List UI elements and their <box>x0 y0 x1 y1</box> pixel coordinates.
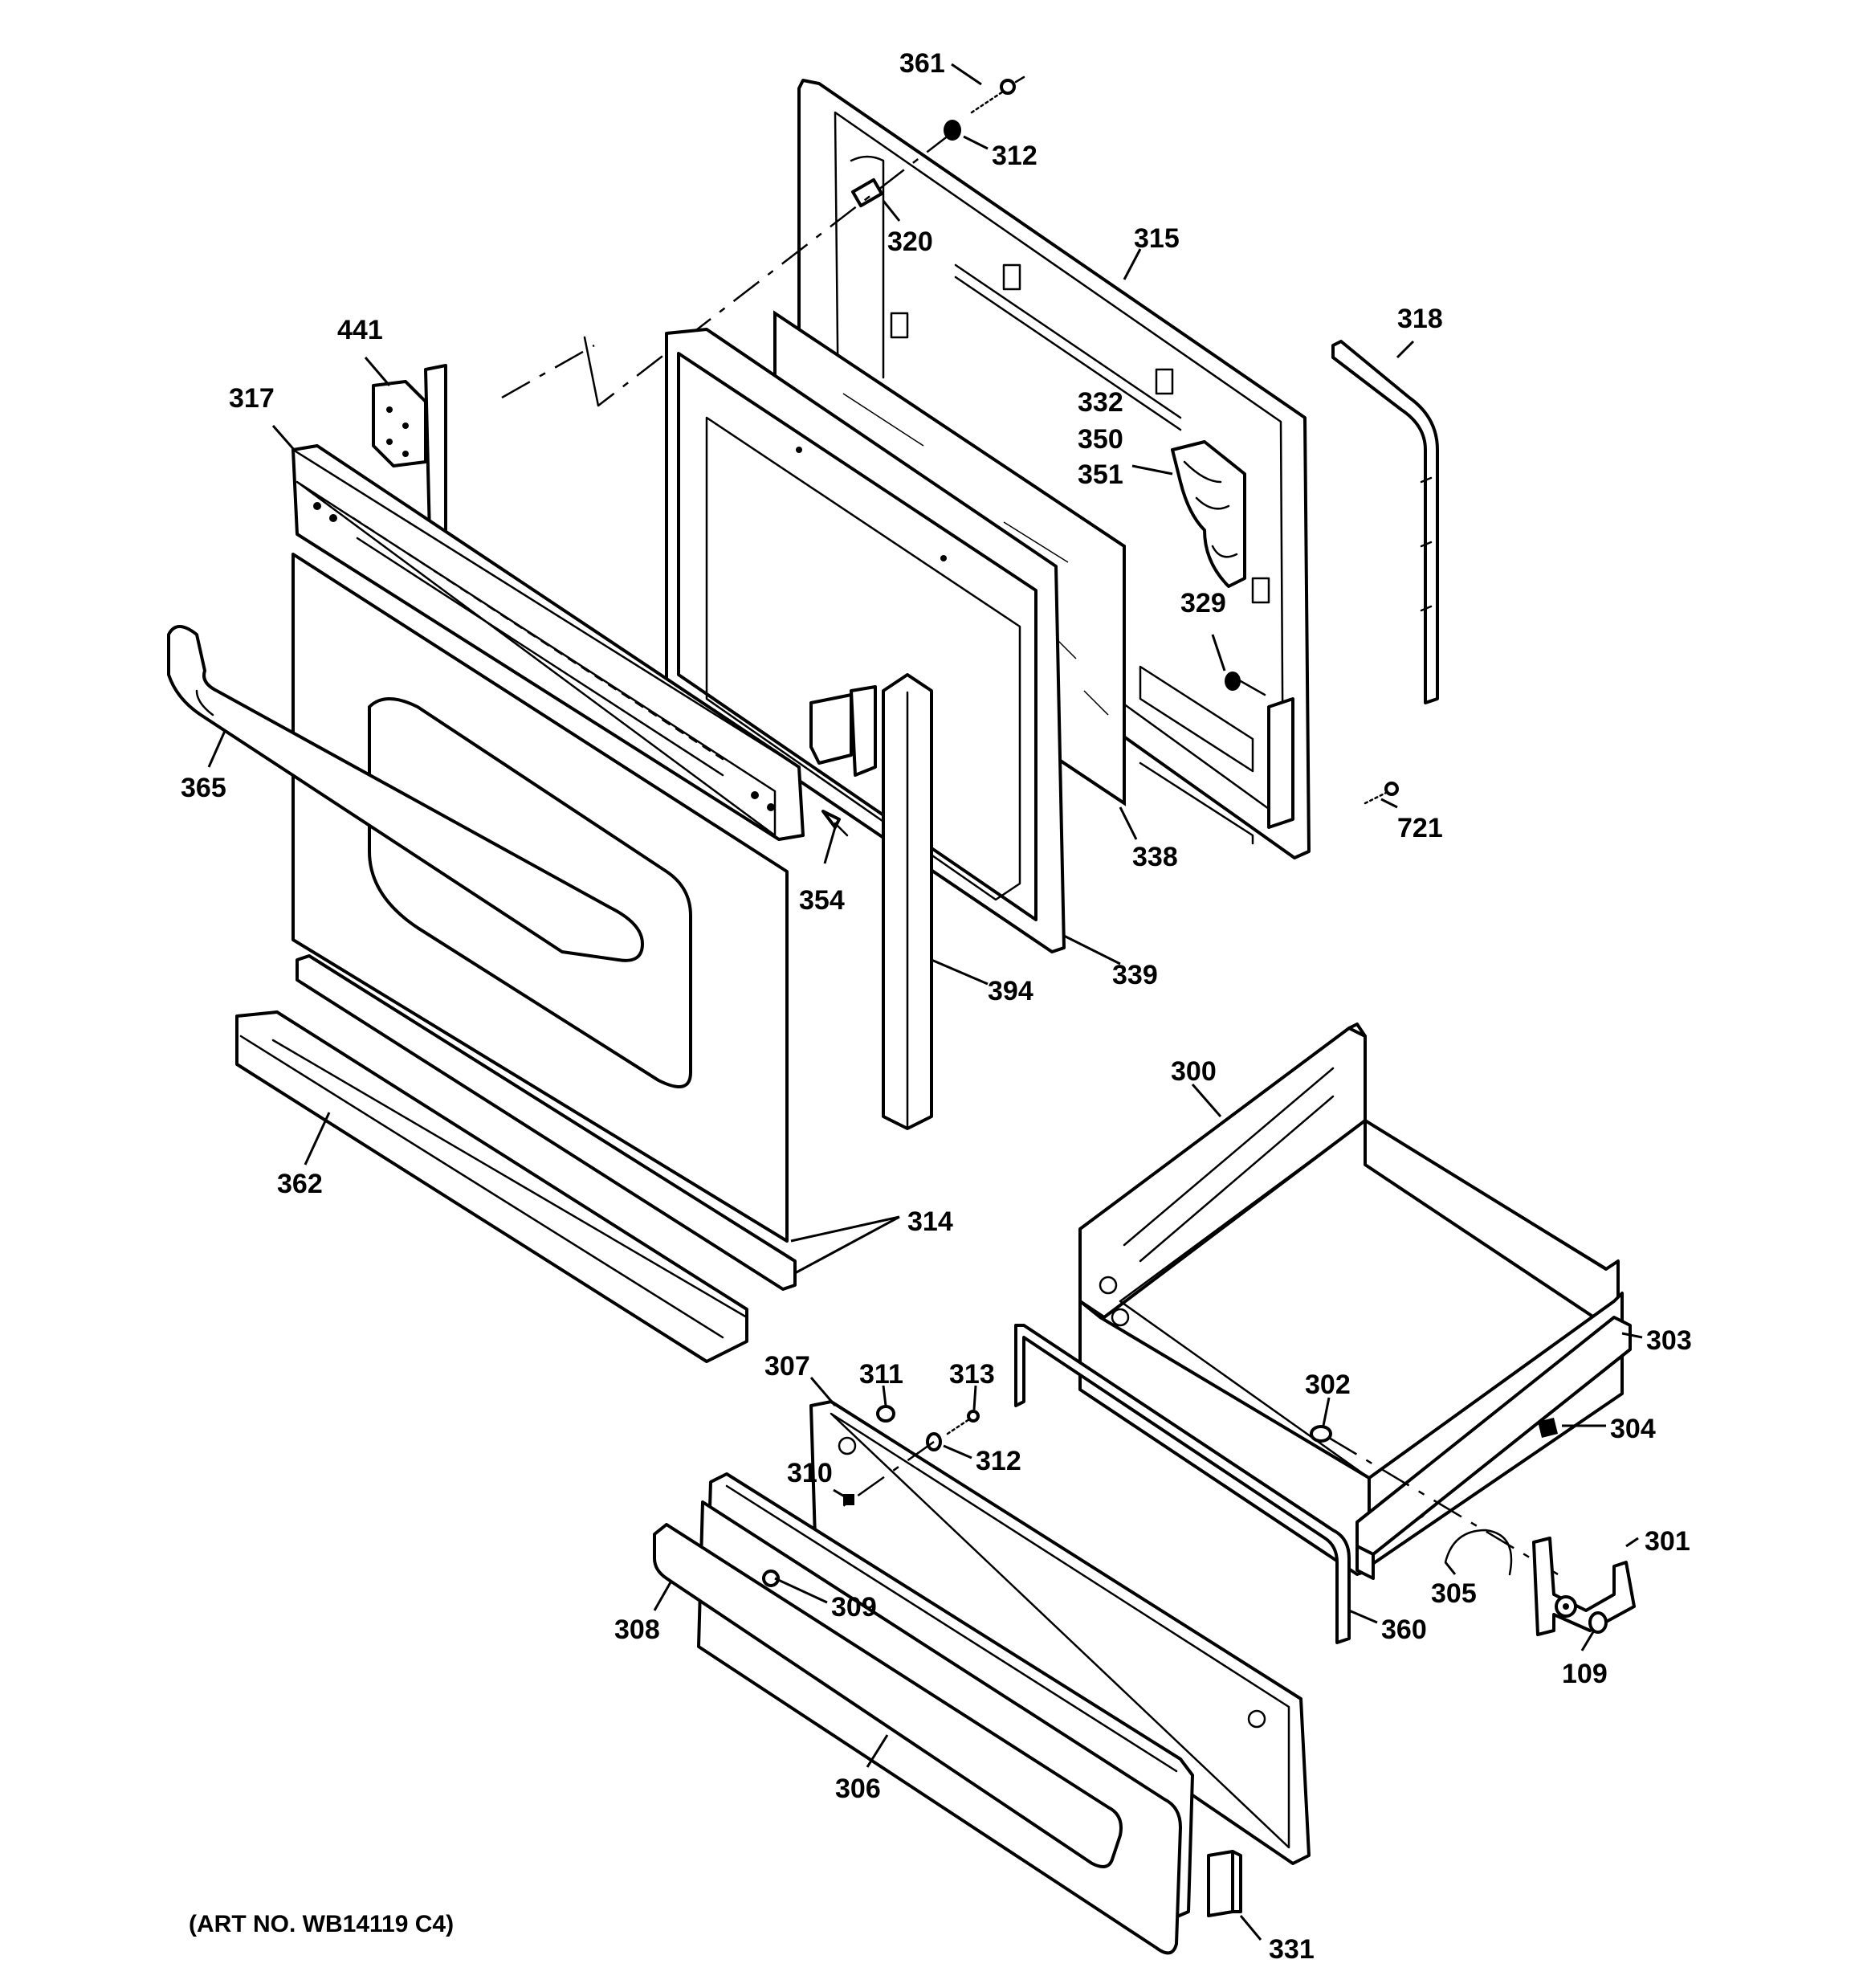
pin-302 <box>1310 1425 1559 1576</box>
screw-721 <box>1364 782 1399 805</box>
callout-304: 304 <box>1610 1414 1656 1444</box>
door-frame-339 <box>665 328 1066 953</box>
screw-313 <box>946 1410 980 1435</box>
door-gasket-318 <box>1331 340 1439 704</box>
callout-306: 306 <box>835 1774 881 1804</box>
callout-308: 308 <box>614 1614 660 1645</box>
screw-354 <box>821 810 849 837</box>
callout-307: 307 <box>764 1351 810 1382</box>
drawer-bracket-301 <box>1532 1537 1636 1636</box>
spring-clip-305 <box>1444 1529 1513 1576</box>
lower-trim-362 <box>235 1010 748 1363</box>
callout-320: 320 <box>887 227 933 257</box>
door-handle-365 <box>167 625 644 962</box>
callout-365: 365 <box>181 773 226 803</box>
callout-310: 310 <box>787 1458 833 1488</box>
callout-318: 318 <box>1397 304 1443 334</box>
callout-441: 441 <box>337 315 383 345</box>
leader-lines <box>207 63 1643 1941</box>
callout-301: 301 <box>1645 1526 1690 1557</box>
callout-354: 354 <box>799 885 845 916</box>
callout-360: 360 <box>1381 1614 1427 1645</box>
drawer-rail-303 <box>1355 1316 1632 1580</box>
callout-313: 313 <box>949 1359 995 1390</box>
drawer-handle-308 <box>653 1523 1123 1868</box>
callout-109: 109 <box>1562 1659 1608 1689</box>
hinge-clip-320 <box>851 178 883 208</box>
callout-394: 394 <box>988 976 1033 1006</box>
callout-331: 331 <box>1269 1934 1315 1965</box>
washer-312-bottom <box>842 1432 942 1508</box>
door-inner-panel-315 <box>797 79 1311 859</box>
drawer-support-360 <box>1014 1324 1351 1644</box>
drawer-bracket-331 <box>1207 1850 1242 1917</box>
screw-361 <box>970 76 1025 114</box>
callout-329: 329 <box>1180 588 1226 618</box>
insulation-332-350-351 <box>1171 440 1246 588</box>
rail-stop-304 <box>1538 1418 1558 1438</box>
assembly-zigzag <box>583 336 600 407</box>
callout-305: 305 <box>1431 1578 1477 1609</box>
vent-slots <box>352 516 724 777</box>
callout-339: 339 <box>1112 960 1158 990</box>
callout-362: 362 <box>277 1169 323 1199</box>
callout-315: 315 <box>1134 223 1180 254</box>
callout-350: 350 <box>1078 424 1123 455</box>
callout-303: 303 <box>1646 1325 1692 1356</box>
callout-332: 332 <box>1078 387 1123 418</box>
assembly-line-top <box>597 132 953 406</box>
callout-312-bottom: 312 <box>976 1446 1021 1476</box>
callout-300: 300 <box>1171 1056 1217 1087</box>
callout-721: 721 <box>1397 813 1443 843</box>
callout-302: 302 <box>1305 1370 1351 1400</box>
door-top-vent-trim-317 <box>291 444 805 841</box>
callout-labels: 361 312 320 315 318 441 317 332 350 351 … <box>181 48 1692 1965</box>
screw-329 <box>1225 672 1266 696</box>
callout-314: 314 <box>907 1206 953 1237</box>
hinge-plate <box>809 685 877 777</box>
callout-311: 311 <box>859 1359 903 1390</box>
nut-311 <box>876 1405 895 1423</box>
drawer-box-300 <box>1078 1023 1624 1576</box>
callout-361: 361 <box>899 48 945 79</box>
callout-338: 338 <box>1132 842 1178 872</box>
art-number: (ART NO. WB14119 C4) <box>189 1911 454 1937</box>
assembly-line-left <box>501 344 595 399</box>
nut-109 <box>1588 1611 1608 1634</box>
callout-309: 309 <box>831 1592 877 1623</box>
callout-312-top: 312 <box>992 141 1037 171</box>
hinge-channel-394 <box>882 673 933 1130</box>
callout-317: 317 <box>229 383 275 414</box>
callout-351: 351 <box>1078 459 1123 490</box>
